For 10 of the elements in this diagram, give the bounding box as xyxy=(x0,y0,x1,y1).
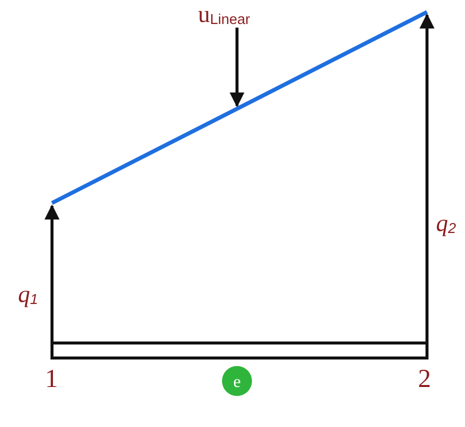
nodal-displacement-label: q$_{2}$ xyxy=(436,212,456,237)
element-marker: e xyxy=(222,366,252,396)
leader-arrow xyxy=(230,28,244,108)
element-bar xyxy=(50,342,428,360)
linear-displacement-line xyxy=(51,10,428,205)
nodal-displacement-label: q$_{1}$ xyxy=(18,283,38,308)
displacement-arrow xyxy=(420,14,434,358)
node-number: 2 xyxy=(418,366,431,392)
node-number: 1 xyxy=(45,366,58,392)
displacement-label: u$_{Linear}$ xyxy=(198,3,250,28)
